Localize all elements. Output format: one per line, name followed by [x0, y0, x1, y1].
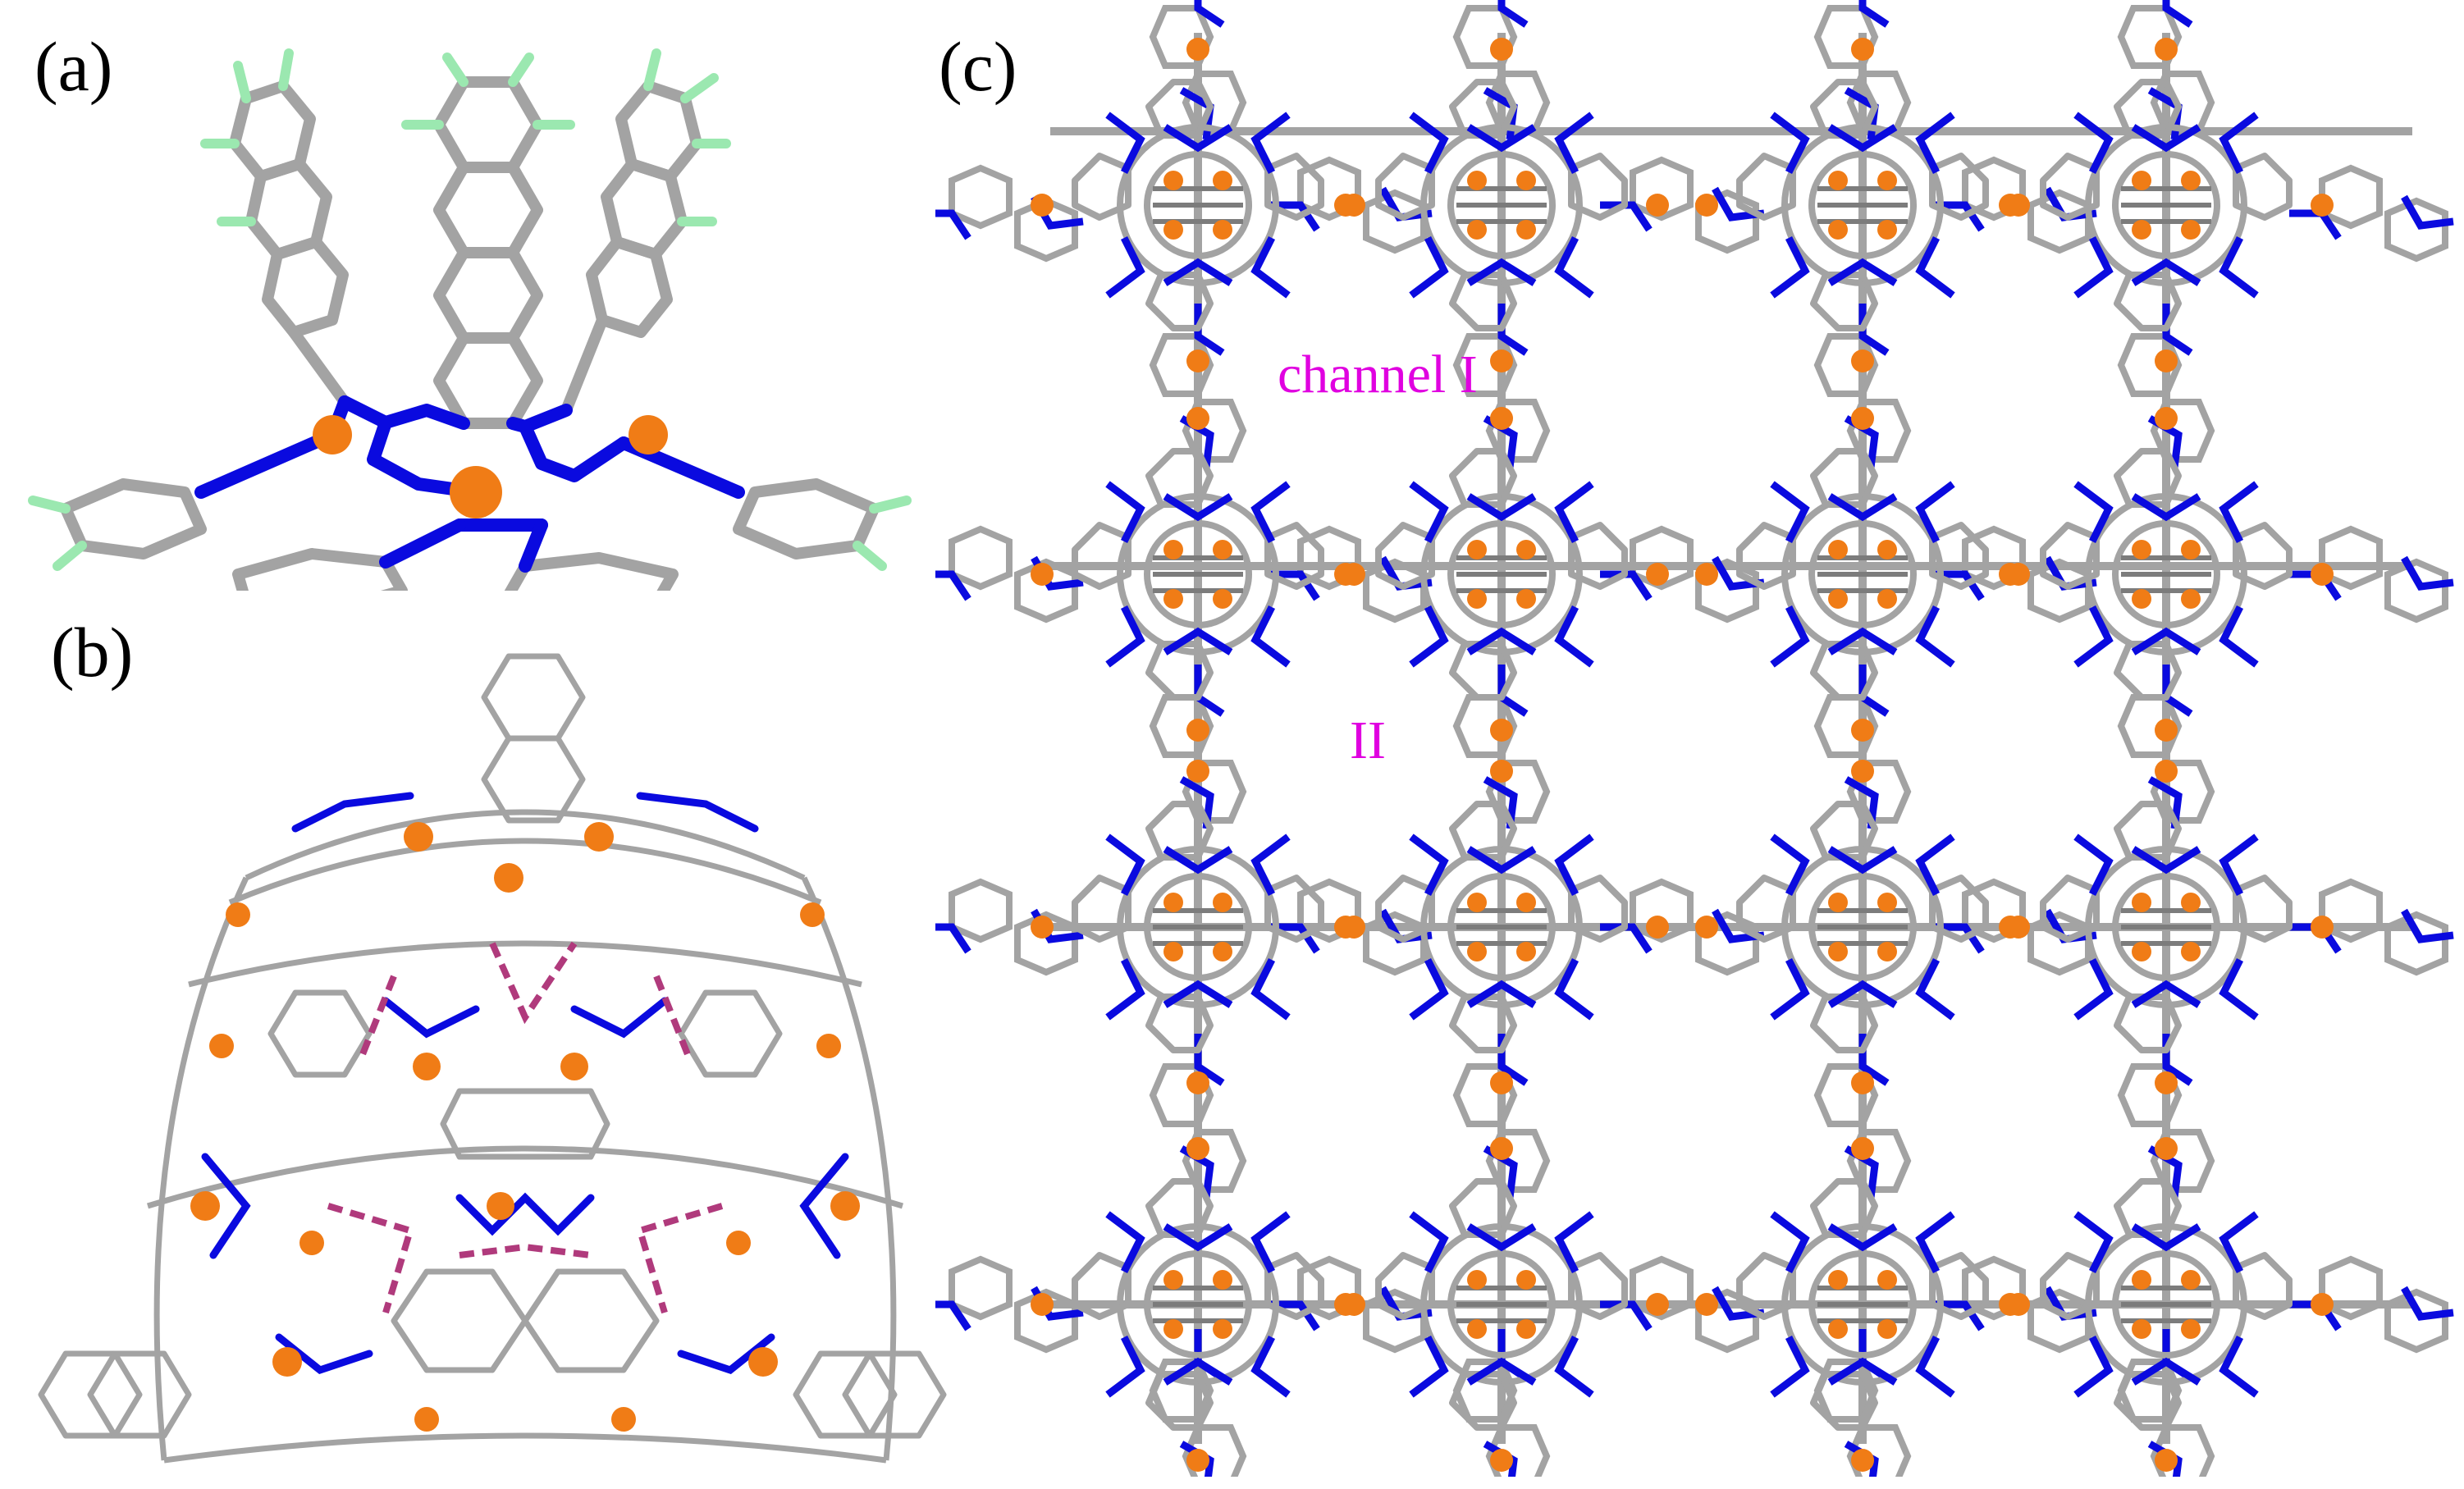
- panel-label-a: (a): [34, 27, 113, 106]
- channel-2-label: II: [1350, 710, 1386, 770]
- panel-label-b: (b): [51, 613, 134, 692]
- panel-b-cage: [38, 653, 947, 1464]
- channel-1-label: channel I: [1278, 345, 1478, 404]
- panel-a-molecule: [28, 48, 912, 591]
- panel-c-framework: [935, 0, 2462, 1477]
- panel-label-c: (c): [939, 27, 1017, 106]
